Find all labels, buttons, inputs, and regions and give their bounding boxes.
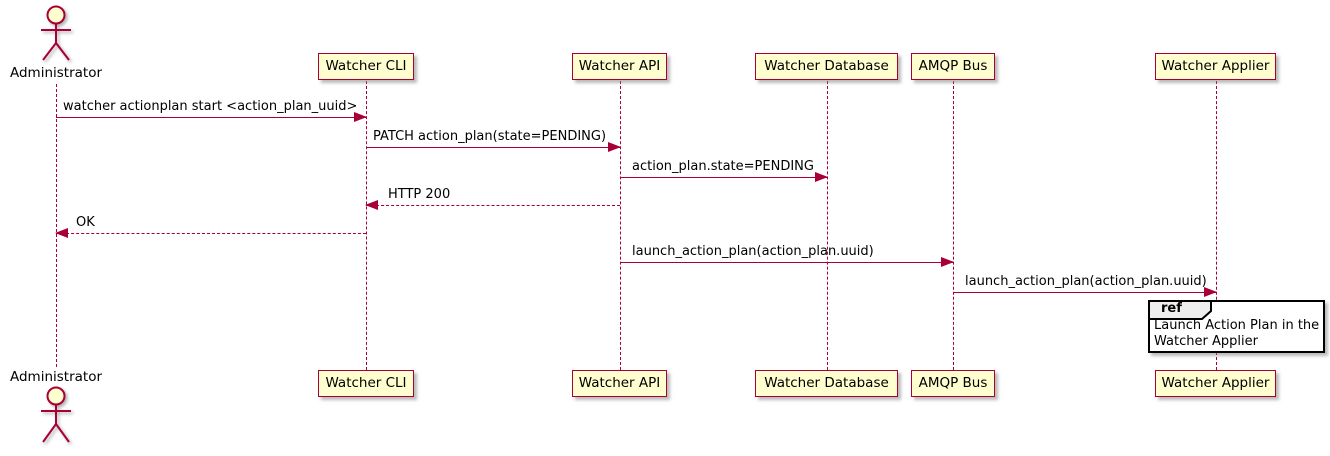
message-line-2 (366, 142, 621, 152)
ref-tab-shape-icon (1148, 300, 1212, 320)
actor-figure-icon (41, 386, 71, 443)
message-line-7 (953, 287, 1217, 297)
participant-label: Watcher API (578, 374, 661, 391)
participant-amqp-bus-bottom: AMQP Bus (911, 370, 995, 397)
participant-label: AMQP Bus (918, 374, 988, 391)
message-label-1: watcher actionplan start <action_plan_uu… (63, 99, 358, 114)
lifeline-watcher-cli (366, 81, 367, 370)
message-line-4 (365, 200, 620, 210)
participant-watcher-applier-top: Watcher Applier (1155, 53, 1276, 80)
ref-tab: ref (1148, 300, 1212, 320)
actor-label-top: Administrator (9, 65, 103, 81)
ref-text-line1: Launch Action Plan in the (1154, 318, 1320, 333)
message-line-3 (620, 172, 828, 182)
ref-keyword: ref (1161, 301, 1182, 316)
message-label-4: HTTP 200 (388, 187, 451, 202)
participant-label: AMQP Bus (918, 57, 988, 74)
participant-label: Watcher API (578, 57, 661, 74)
participant-amqp-bus-top: AMQP Bus (911, 53, 995, 80)
participant-label: Watcher CLI (325, 57, 407, 74)
lifeline-administrator (56, 84, 57, 367)
ref-text: Launch Action Plan in the Watcher Applie… (1154, 318, 1319, 350)
message-label-7: launch_action_plan(action_plan.uuid) (965, 274, 1207, 289)
lifeline-watcher-api (620, 81, 621, 370)
arrowhead-left-icon (55, 228, 68, 238)
message-line-6 (620, 257, 954, 267)
ref-fragment: ref Launch Action Plan in the Watcher Ap… (1148, 300, 1325, 353)
participant-watcher-cli-bottom: Watcher CLI (318, 370, 414, 397)
arrowhead-right-icon (354, 112, 367, 122)
participant-label: Watcher Applier (1161, 374, 1270, 391)
participant-watcher-database-bottom: Watcher Database (755, 370, 898, 397)
lifeline-amqp-bus (953, 81, 954, 370)
message-label-3: action_plan.state=PENDING (632, 159, 814, 174)
participant-label: Watcher CLI (325, 374, 407, 391)
participant-watcher-api-bottom: Watcher API (572, 370, 667, 397)
actor-figure-icon (41, 5, 71, 61)
message-label-5: OK (76, 215, 95, 230)
message-line-1 (56, 112, 367, 122)
participant-label: Watcher Applier (1161, 57, 1270, 74)
participant-watcher-api-top: Watcher API (572, 53, 667, 80)
lifeline-watcher-database (827, 81, 828, 370)
lifeline-watcher-applier (1216, 81, 1217, 370)
actor-label-bottom: Administrator (9, 369, 103, 385)
arrowhead-right-icon (608, 142, 621, 152)
participant-label: Watcher Database (764, 374, 889, 391)
message-label-6: launch_action_plan(action_plan.uuid) (632, 244, 874, 259)
participant-watcher-cli-top: Watcher CLI (318, 53, 414, 80)
arrowhead-right-icon (941, 257, 954, 267)
message-line-5 (55, 228, 366, 238)
arrowhead-left-icon (365, 200, 378, 210)
arrowhead-right-icon (1204, 287, 1217, 297)
participant-watcher-applier-bottom: Watcher Applier (1155, 370, 1276, 397)
message-label-2: PATCH action_plan(state=PENDING) (373, 129, 607, 144)
participant-label: Watcher Database (764, 57, 889, 74)
participant-watcher-database-top: Watcher Database (755, 53, 898, 80)
ref-text-line2: Watcher Applier (1154, 334, 1258, 349)
arrowhead-right-icon (815, 172, 828, 182)
